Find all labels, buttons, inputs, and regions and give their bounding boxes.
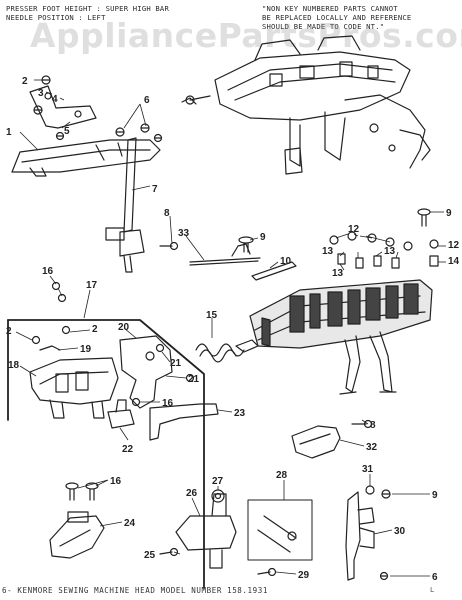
- callout-21-lower: 21: [188, 374, 200, 385]
- callout-30: 30: [394, 526, 406, 537]
- part-10-link: [251, 261, 297, 281]
- callout-13-top: 13: [322, 246, 334, 257]
- part-30-bracket: [345, 491, 375, 581]
- part-21-screws-box: [155, 343, 195, 383]
- boxed-subassembly-frame: [7, 319, 205, 589]
- callout-29: 29: [298, 570, 310, 581]
- callout-18: 18: [8, 360, 20, 371]
- part-14-nut: [429, 255, 439, 267]
- callout-21-upper: 21: [170, 358, 182, 369]
- part-25-screw: [159, 547, 179, 557]
- part-12-screws: [329, 231, 439, 251]
- callout-19: 19: [80, 344, 92, 355]
- callout-17: 17: [86, 280, 98, 291]
- callout-5: 5: [64, 126, 70, 137]
- callout-2-box-left: 2: [6, 326, 12, 337]
- callout-20: 20: [118, 322, 130, 333]
- part-16-screws-lower: [65, 482, 99, 501]
- watermark: AppliancePartsPros.com: [30, 16, 462, 55]
- part-2-screws-box: [31, 325, 71, 345]
- callout-8: 8: [164, 208, 170, 219]
- callout-12: 12: [348, 224, 360, 235]
- part-1-base-plate: [11, 139, 161, 177]
- part-7-lever: [105, 137, 145, 273]
- callout-2: 2: [22, 76, 28, 87]
- part-32-plate: [291, 425, 341, 459]
- callout-1: 1: [6, 127, 12, 138]
- callout-23: 23: [234, 408, 246, 419]
- callout-3: 3: [38, 88, 44, 99]
- part-19-spring: [39, 345, 61, 351]
- part-15-spring: [195, 343, 245, 363]
- header-note-line3: SHOULD BE MADE TO CODE NT.": [262, 22, 385, 31]
- part-29-screw: [257, 567, 277, 577]
- part-23-arm: [149, 403, 219, 441]
- callout-24: 24: [124, 518, 136, 529]
- callout-26: 26: [186, 488, 198, 499]
- callout-31: 31: [362, 464, 374, 475]
- callout-6: 6: [144, 95, 150, 106]
- callout-9-right: 9: [446, 208, 452, 219]
- part-33-shaft: [189, 243, 261, 266]
- part-18-frame: [29, 357, 119, 419]
- callout-14: 14: [448, 256, 460, 267]
- upper-assembly-drawing: [181, 35, 431, 175]
- callout-labels: 1 2 3 4 5 6 7 8 9 10 12 13 13 13 12 14 9…: [6, 76, 460, 583]
- part-22-block: [107, 399, 135, 429]
- callout-13-mid: 13: [384, 246, 396, 257]
- part-26-bracket: [175, 493, 237, 569]
- part-9-screw-shaft: [238, 236, 254, 253]
- part-6-screws: [115, 123, 163, 143]
- callout-2-box-right: 2: [92, 324, 98, 335]
- callout-28: 28: [276, 470, 288, 481]
- part-31-washer: [365, 485, 375, 495]
- callout-4: 4: [52, 94, 58, 105]
- part-8-screw-upper: [159, 241, 179, 251]
- part-24-presser-foot: [49, 511, 105, 559]
- part-20-bracket: [119, 335, 173, 409]
- part-16-screws-box: [51, 281, 141, 407]
- callout-13-low: 13: [332, 268, 344, 279]
- main-cam-assembly: [235, 279, 433, 395]
- page-mark: L: [430, 586, 435, 594]
- callout-27: 27: [212, 476, 224, 487]
- part-9-screw-lower: [381, 489, 391, 499]
- callout-12-right: 12: [448, 240, 460, 251]
- leader-lines: [15, 79, 446, 577]
- callout-33: 33: [178, 228, 190, 239]
- part-13-screws: [337, 253, 400, 269]
- header-needle-position: NEEDLE POSITION : LEFT: [6, 13, 106, 22]
- callout-22: 22: [122, 444, 134, 455]
- callout-25: 25: [144, 550, 156, 561]
- callout-16-box: 16: [162, 398, 174, 409]
- callout-16-top: 16: [42, 266, 54, 277]
- header-presser-foot: PRESSER FOOT HEIGHT : SUPER HIGH BAR: [6, 4, 169, 13]
- callout-16-lower: 16: [110, 476, 122, 487]
- part-8-screw-lower: [351, 419, 373, 429]
- callout-9-lower: 9: [432, 490, 438, 501]
- callout-7: 7: [152, 184, 158, 195]
- callout-6-lower: 6: [432, 572, 438, 583]
- part-6-screw-lower: [379, 571, 389, 581]
- callout-8-lower: 8: [370, 420, 376, 431]
- part-28-boxed-set: [247, 499, 313, 561]
- header-note-line2: BE REPLACED LOCALLY AND REFERENCE: [262, 13, 412, 22]
- diagram-caption: 6- KENMORE SEWING MACHINE HEAD MODEL NUM…: [2, 586, 268, 595]
- callout-15: 15: [206, 310, 218, 321]
- callout-9-shaft: 9: [260, 232, 266, 243]
- part-9-screw-right: [417, 208, 431, 227]
- header-note-line1: "NON KEY NUMBERED PARTS CANNOT: [262, 4, 398, 13]
- callout-32: 32: [366, 442, 378, 453]
- callout-10: 10: [280, 256, 292, 267]
